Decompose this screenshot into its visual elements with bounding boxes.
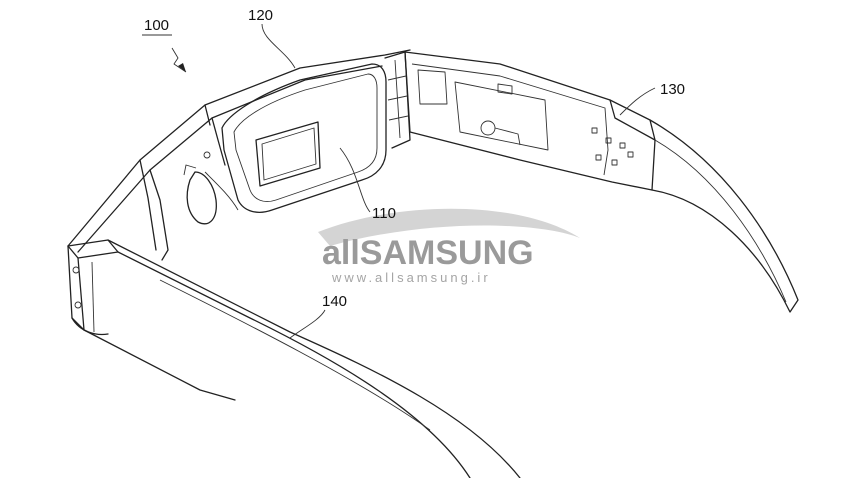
leader-line-120: [261, 23, 296, 69]
watermark-url-text: www.allsamsung.ir: [331, 270, 491, 285]
ref-numeral-100: 100: [144, 17, 169, 34]
left-temple-140: [67, 239, 521, 478]
reference-numerals: 100 120 130 110 140: [142, 7, 685, 310]
watermark-swoosh: [318, 208, 580, 246]
nose-pad: [183, 151, 239, 225]
ref-numeral-130: 130: [660, 81, 685, 98]
arrow-head-100: [178, 63, 186, 72]
leader-lines: [171, 23, 656, 339]
ref-numeral-140: 140: [322, 293, 347, 310]
frame-front: [67, 49, 411, 261]
leader-line-100: [171, 47, 187, 73]
leader-line-110: [339, 147, 371, 213]
ref-numeral-110: 110: [372, 205, 396, 222]
leader-line-140: [289, 309, 326, 339]
lens-housing: [221, 63, 387, 213]
leader-line-130: [619, 87, 656, 116]
electronics-arm-130: [404, 51, 656, 191]
ref-numeral-120: 120: [248, 7, 273, 24]
watermark-logo-text: allSAMSUNG: [322, 234, 534, 272]
watermark: allSAMSUNG www.allsamsung.ir: [318, 208, 580, 285]
display-110: [255, 121, 321, 187]
right-temple-end: [649, 119, 799, 313]
